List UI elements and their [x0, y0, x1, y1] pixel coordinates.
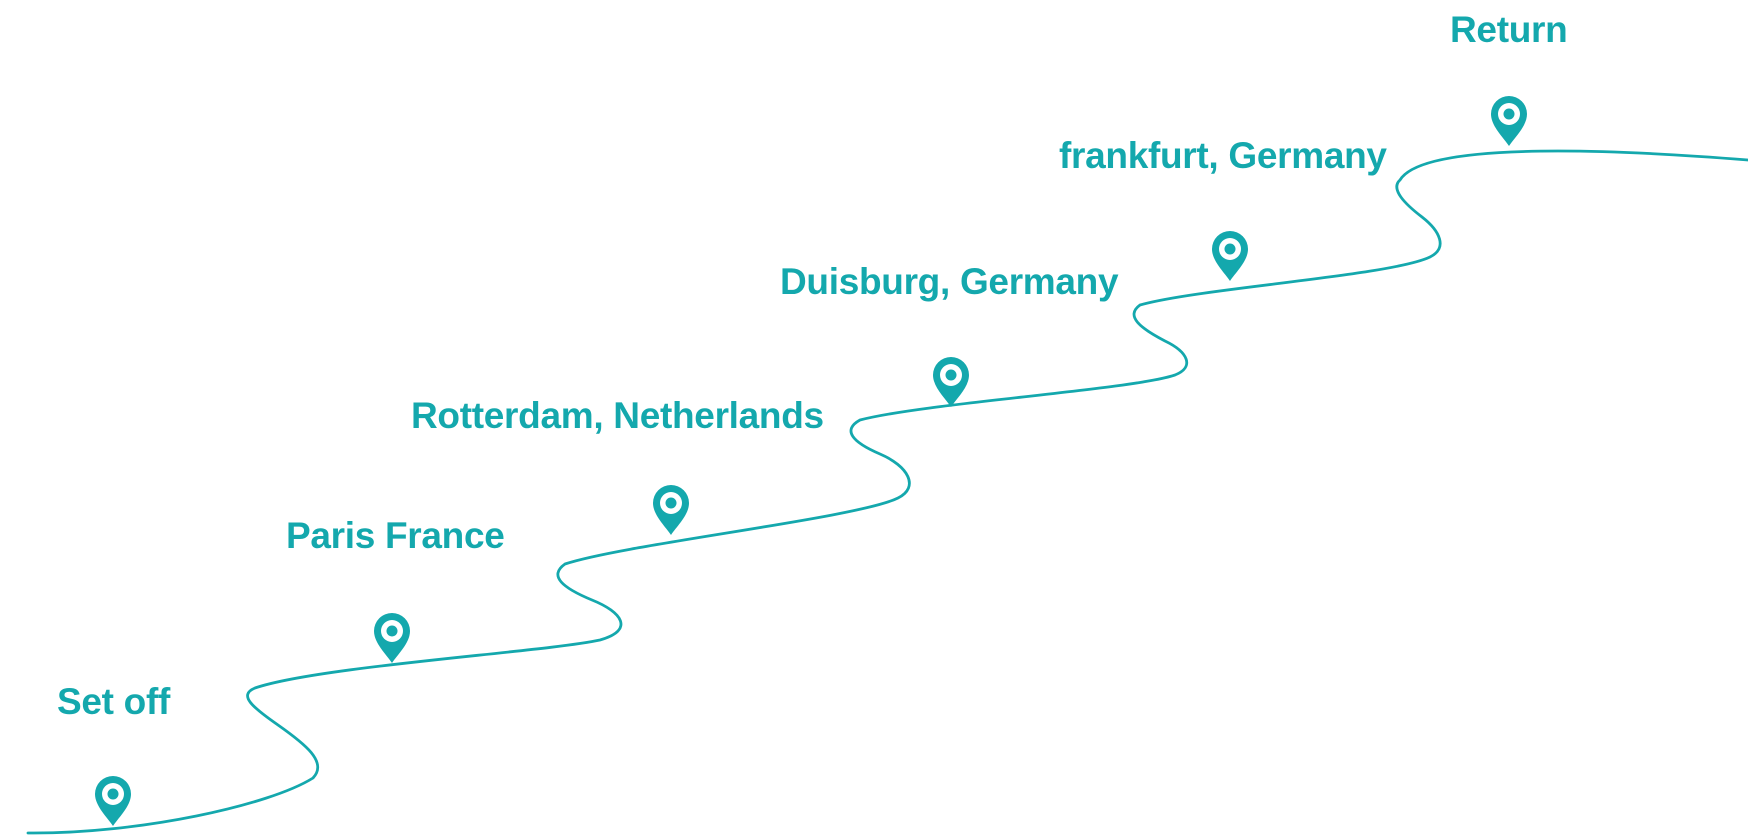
stop-label-return: Return: [1450, 9, 1568, 50]
location-pin-icon: [933, 357, 969, 407]
stop-label-paris: Paris France: [286, 515, 505, 556]
location-pin-icon: [653, 485, 689, 535]
route-path: [26, 149, 1748, 835]
location-pin-icon: [1212, 231, 1248, 281]
location-pin-icon: [95, 776, 131, 826]
stop-label-set-off: Set off: [57, 681, 171, 722]
stop-label-rotterdam: Rotterdam, Netherlands: [411, 395, 824, 436]
stop-label-duisburg: Duisburg, Germany: [780, 261, 1119, 302]
location-pin-icon: [1491, 96, 1527, 146]
location-pin-icon: [374, 613, 410, 663]
pins-layer: [95, 96, 1527, 826]
stop-label-frankfurt: frankfurt, Germany: [1059, 135, 1387, 176]
